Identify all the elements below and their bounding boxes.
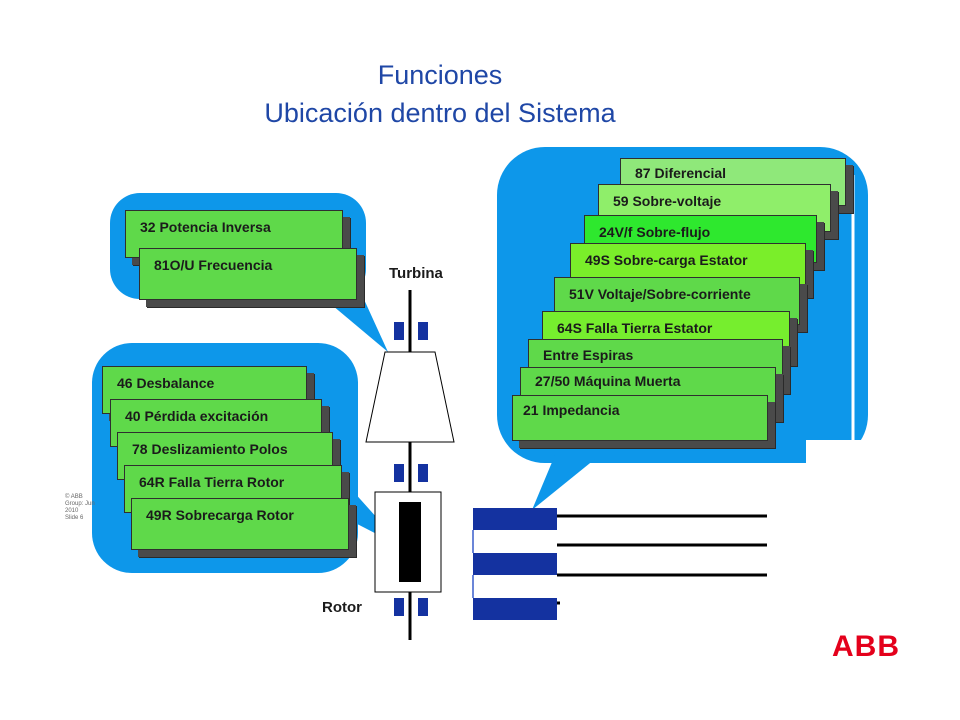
function-label: 27/50 Máquina Muerta: [535, 373, 681, 389]
turbine-shape: [365, 351, 455, 443]
function-label: 40 Pérdida excitación: [125, 408, 269, 424]
function-label: 49S Sobre-carga Estator: [585, 252, 748, 268]
bus-2: [473, 553, 557, 575]
abb-logo: ABB: [832, 630, 900, 663]
function-box: 21 Impedancia: [512, 395, 768, 441]
function-label: 81O/U Frecuencia: [154, 257, 273, 273]
function-box: 81O/U Frecuencia: [139, 248, 357, 300]
function-label: 24V/f Sobre-flujo: [599, 224, 711, 240]
callout-right-pointer: [532, 455, 600, 510]
turbine-label: Turbina: [389, 265, 443, 282]
bus-1: [473, 508, 557, 530]
generator-rotor: [399, 502, 421, 582]
function-label: 64S Falla Tierra Estator: [557, 320, 713, 336]
function-label: 87 Diferencial: [635, 165, 727, 181]
function-label: 32 Potencia Inversa: [140, 219, 271, 235]
function-label: 64R Falla Tierra Rotor: [139, 474, 285, 490]
function-label: 46 Desbalance: [117, 375, 215, 391]
bus-3: [473, 598, 557, 620]
function-label: 78 Deslizamiento Polos: [132, 441, 288, 457]
callout-top-left-pointer: [320, 295, 388, 352]
function-box: 49R Sobrecarga Rotor: [131, 498, 349, 550]
page-subtitle: Ubicación dentro del Sistema: [264, 98, 616, 128]
slide-footer: © ABB Group: Jun 2010 Slide 6: [65, 494, 95, 521]
function-label: 21 Impedancia: [523, 402, 620, 418]
rotor-label: Rotor: [322, 599, 362, 616]
function-label: 51V Voltaje/Sobre-corriente: [569, 286, 751, 302]
function-label: 59 Sobre-voltaje: [613, 193, 722, 209]
function-label: 49R Sobrecarga Rotor: [146, 507, 294, 523]
function-label: Entre Espiras: [543, 347, 634, 363]
page-title: Funciones: [377, 60, 503, 90]
